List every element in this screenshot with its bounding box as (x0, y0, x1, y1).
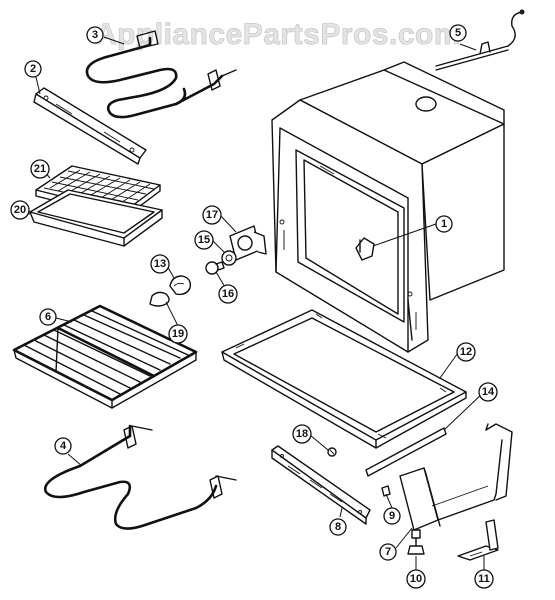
svg-text:5: 5 (455, 27, 461, 39)
broil-element (85, 30, 237, 119)
light-bulb (205, 261, 225, 275)
light-cover (169, 275, 192, 296)
callout-2: 2 (24, 60, 42, 78)
bake-element (43, 424, 237, 530)
svg-text:8: 8 (335, 521, 341, 533)
svg-text:2: 2 (30, 63, 36, 75)
light-lens (221, 250, 237, 266)
callout-13: 13 (150, 254, 170, 274)
light-cover-clip (149, 291, 170, 307)
callout-9: 9 (383, 507, 401, 525)
svg-text:20: 20 (14, 204, 26, 216)
svg-text:7: 7 (385, 546, 391, 558)
callout-19: 19 (168, 324, 188, 344)
svg-text:18: 18 (296, 428, 308, 440)
svg-text:9: 9 (389, 510, 395, 522)
light-socket (229, 225, 267, 261)
svg-text:10: 10 (410, 573, 422, 585)
watermark-text: AppliancePartsPros.com (95, 18, 461, 51)
oven-sensor (435, 9, 525, 71)
side-bracket-rod (365, 427, 447, 477)
callout-5: 5 (449, 24, 467, 42)
svg-text:14: 14 (482, 386, 495, 398)
callout-15: 15 (194, 230, 214, 250)
callout-12: 12 (456, 342, 476, 362)
leveling-leg (407, 529, 425, 555)
support-bracket (399, 423, 513, 531)
callout-6: 6 (39, 308, 57, 326)
svg-text:3: 3 (92, 29, 98, 41)
callout-21: 21 (30, 159, 50, 179)
broil-bracket (33, 87, 147, 165)
oven-rack (12, 304, 198, 409)
screw-9 (381, 485, 391, 497)
svg-text:15: 15 (198, 234, 210, 246)
vent-plate (271, 445, 371, 525)
svg-text:12: 12 (460, 346, 472, 358)
callout-17: 17 (202, 205, 222, 225)
screw-18 (327, 447, 337, 457)
anti-tip-bracket (457, 519, 499, 561)
callout-1: 1 (435, 215, 453, 233)
svg-text:16: 16 (222, 288, 234, 300)
callout-20: 20 (10, 200, 30, 220)
svg-text:17: 17 (206, 209, 218, 221)
callout-14: 14 (478, 382, 498, 402)
callout-7: 7 (379, 543, 397, 561)
svg-text:19: 19 (172, 328, 184, 340)
svg-text:1: 1 (441, 218, 447, 230)
callout-10: 10 (406, 569, 426, 589)
callout-3: 3 (86, 26, 104, 44)
svg-text:11: 11 (478, 573, 490, 585)
callout-11: 11 (474, 569, 494, 589)
svg-text:21: 21 (34, 163, 46, 175)
svg-text:4: 4 (60, 440, 67, 452)
svg-text:6: 6 (45, 311, 51, 323)
svg-text:13: 13 (154, 258, 166, 270)
callout-4: 4 (54, 437, 72, 455)
broil-pan (29, 189, 163, 247)
oven-bottom-panel (221, 309, 467, 449)
callout-18: 18 (292, 424, 312, 444)
callout-8: 8 (329, 518, 347, 536)
callout-16: 16 (218, 284, 238, 304)
oven-cavity (271, 61, 505, 353)
